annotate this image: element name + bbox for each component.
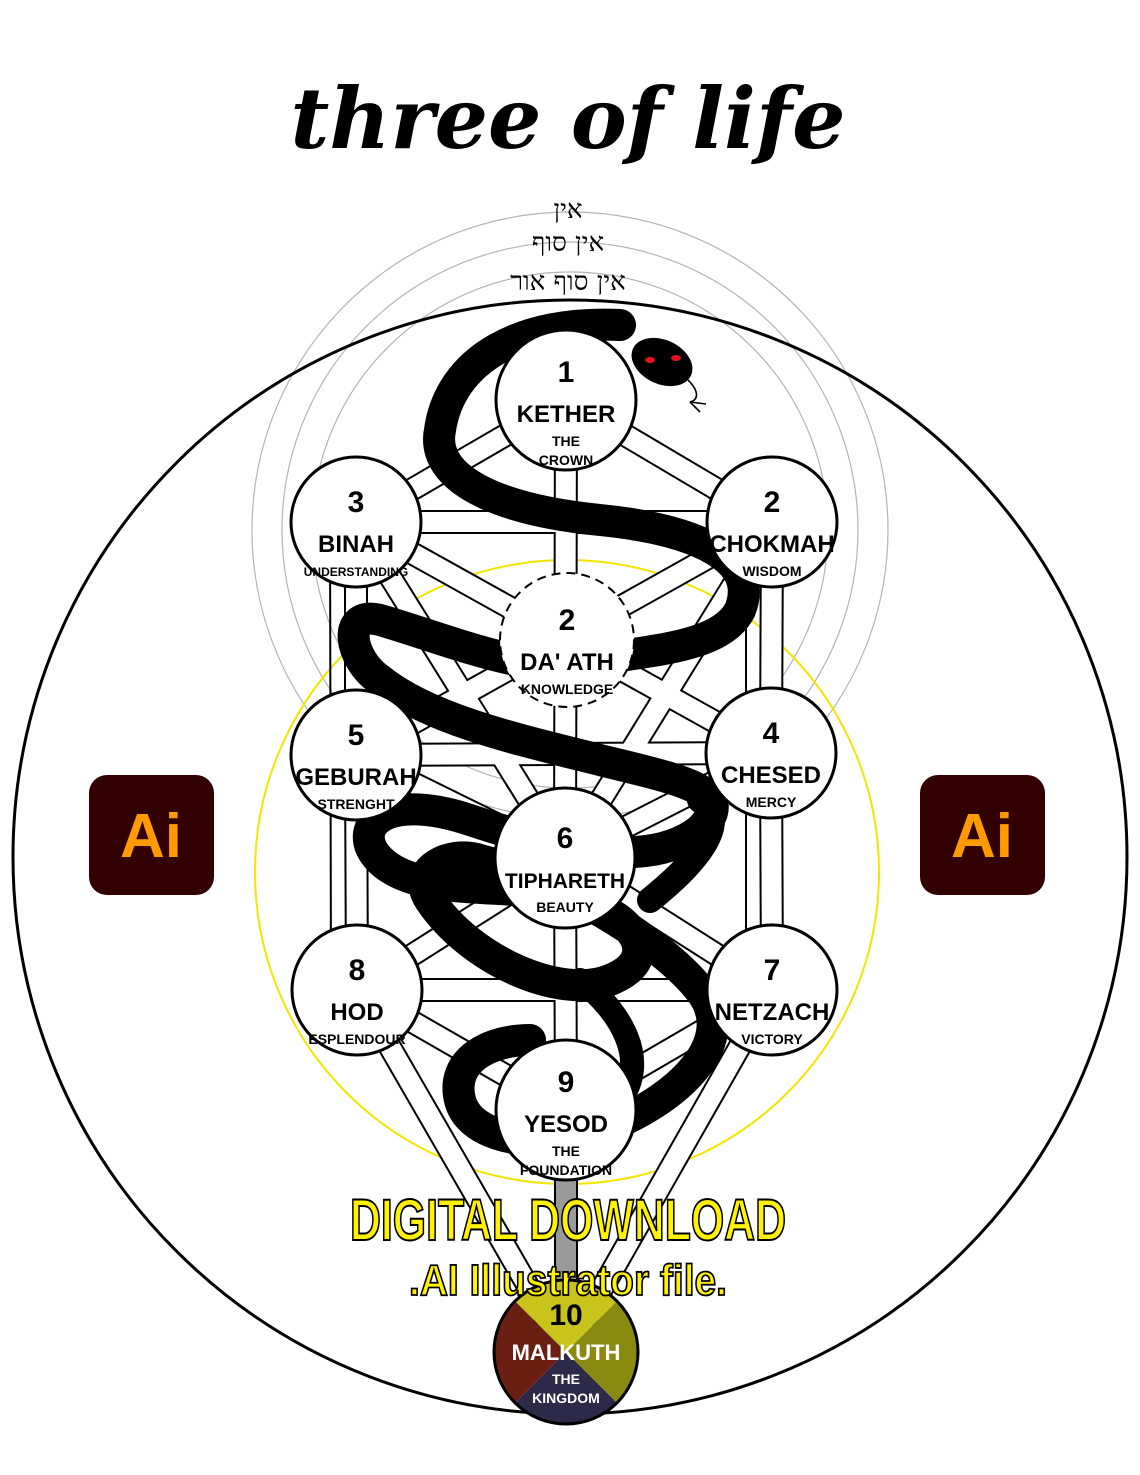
sephirah-binah-name: BINAH [318,531,394,558]
sephirah-netzach-circle [705,923,839,1057]
sephirah-chesed-circle [704,686,838,820]
sephirah-yesod-name: YESOD [524,1111,608,1138]
sephirah-tiphareth-number: 6 [557,822,574,855]
ai-badge-left: Ai [89,775,214,895]
sephirah-yesod-circle [494,1038,638,1182]
sephirah-geburah-name: GEBURAH [295,764,416,791]
sephirah-geburah-circle [289,688,423,822]
sephirah-kether-circle [494,328,638,472]
sephirah-kether-sub-1: THE [552,433,580,449]
sephirah-geburah-number: 5 [348,719,365,752]
sephirah-tiphareth-name: TIPHARETH [505,870,625,893]
serpent-head [631,337,707,413]
sephirah-kether-number: 1 [558,356,575,389]
sephirah-binah-number: 3 [348,486,365,519]
sephirah-daath-number: 2 [559,604,576,637]
sephirah-kether-sub-2: CROWN [539,452,593,468]
sephirah-chesed-name: CHESED [721,762,821,789]
sephirah-chokmah-number: 2 [764,486,781,519]
sephirah-chesed-sub-1: MERCY [746,794,797,810]
sephirah-tiphareth-sub-1: BEAUTY [536,899,594,915]
sephirah-yesod-sub-1: THE [552,1143,580,1159]
sephirah-netzach-sub-1: VICTORY [741,1031,803,1047]
banner-line-1: DIGITAL DOWNLOAD [350,1188,786,1253]
sephirah-chokmah-sub-1: WISDOM [742,563,801,579]
sephirah-netzach-name: NETZACH [715,999,830,1026]
sephirah-hod-number: 8 [349,954,366,987]
sephirah-geburah-sub-1: STRENGHT [318,796,395,812]
sephirah-kether-name: KETHER [517,401,616,428]
malkuth-sphere: 10 MALKUTH THE KINGDOM [492,1278,640,1426]
malkuth-sub-2: KINGDOM [532,1390,600,1406]
sephirot-group: 1KETHERTHECROWN2CHOKMAHWISDOM3BINAHUNDER… [289,328,839,1182]
sephirah-chokmah-name: CHOKMAH [709,531,834,558]
sephirah-daath-name: DA' ATH [520,649,614,676]
hebrew-ain-soph-aur: אין סוף אור [510,267,626,297]
malkuth-number: 10 [549,1299,582,1332]
sephirah-daath-sub-1: KNOWLEDGE [521,681,614,697]
sephirah-hod-name: HOD [330,999,383,1026]
sephirah-tiphareth-circle [493,786,637,930]
malkuth-sub-1: THE [552,1371,580,1387]
sephirah-hod-sub-1: ESPLENDOUR [308,1031,405,1047]
sephirah-daath: 2DA' ATH KNOWLEDGE [499,572,635,708]
banner-line-2: .AI Illustrator file. [409,1256,727,1305]
ai-badge-right: Ai [920,775,1045,895]
sephirah-hod-circle [290,923,424,1057]
hebrew-ain-soph: אין סוף [532,228,604,258]
sephirah-binah-circle [289,455,423,589]
hebrew-ain: אין [553,195,582,225]
sephirah-chesed-number: 4 [763,717,780,750]
sephirah-binah-sub-1: UNDERSTANDING [304,565,408,579]
sephirah-chokmah-circle [705,455,839,589]
page-title: three of life [290,69,845,168]
ai-badge-left-label: Ai [120,802,182,871]
sephirah-netzach-number: 7 [764,954,781,987]
malkuth-name: MALKUTH [512,1340,621,1365]
sephirah-yesod-sub-2: FOUNDATION [520,1162,612,1178]
serpent-eye-left [645,357,655,363]
sephirah-yesod-number: 9 [558,1066,575,1099]
sephirah-daath-circle [499,572,635,708]
ai-badge-right-label: Ai [951,802,1013,871]
serpent-eye-right [671,355,681,361]
